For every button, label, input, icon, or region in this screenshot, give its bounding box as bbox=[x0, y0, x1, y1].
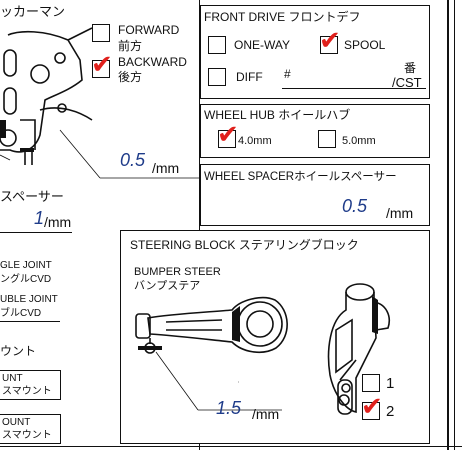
steering-opt2-checkbox[interactable]: ✔ bbox=[361, 393, 383, 420]
mount2-box[interactable] bbox=[0, 414, 61, 444]
one-way-label: ONE-WAY bbox=[234, 38, 290, 52]
wheel-spacer-unit: /mm bbox=[386, 205, 414, 221]
wheel-spacer-box bbox=[200, 164, 430, 226]
spacer-value[interactable]: 1 bbox=[34, 208, 45, 228]
cst-label: /CST bbox=[392, 75, 422, 90]
hub-4mm-checkbox[interactable]: ✔ bbox=[217, 121, 239, 148]
double-joint-label: UBLE JOINT bbox=[0, 294, 58, 305]
forward-checkbox[interactable] bbox=[92, 24, 110, 42]
spacer-underline bbox=[0, 232, 72, 233]
spool-label: SPOOL bbox=[344, 38, 386, 52]
wheel-spacer-value[interactable]: 0.5 bbox=[342, 196, 368, 216]
ackerman-title: ッカーマン bbox=[0, 4, 66, 19]
diff-label: DIFF bbox=[236, 70, 263, 84]
steering-unit: /mm bbox=[252, 406, 280, 422]
wheel-hub-box bbox=[200, 104, 430, 158]
steering-opt2-check-mark: ✔ bbox=[361, 391, 383, 421]
one-way-checkbox[interactable] bbox=[208, 36, 226, 54]
double-joint-jp: ブルCVD bbox=[0, 308, 42, 319]
wheel-hub-title: WHEEL HUB ホイールハブ bbox=[204, 108, 351, 122]
front-drive-box bbox=[200, 5, 430, 99]
mount1-label: UNT bbox=[2, 373, 23, 384]
bumper-steer-label: BUMPER STEER bbox=[134, 266, 221, 278]
backward-checkbox[interactable]: ✔ bbox=[91, 51, 113, 78]
right-frame-border bbox=[447, 0, 462, 450]
backward-jp-label: 後方 bbox=[118, 70, 143, 84]
hub-5mm-label: 5.0mm bbox=[342, 135, 376, 147]
diff-checkbox[interactable] bbox=[208, 68, 226, 86]
mount1-jp: スマウント bbox=[2, 386, 52, 397]
ban-label: 番 bbox=[404, 61, 417, 75]
forward-jp-label: 前方 bbox=[118, 39, 143, 53]
right-frame-inner-border bbox=[454, 0, 462, 450]
mount2-label: OUNT bbox=[2, 417, 31, 428]
spool-checkbox[interactable]: ✔ bbox=[319, 27, 341, 54]
steering-opt2-label: 2 bbox=[386, 403, 395, 420]
left-frame-border bbox=[0, 0, 200, 450]
backward-label: BACKWARD bbox=[118, 55, 187, 69]
bumper-steer-jp: バンプステア bbox=[134, 280, 201, 292]
single-joint-jp: ングルCVD bbox=[0, 274, 52, 285]
steering-value[interactable]: 1.5 bbox=[216, 398, 242, 418]
steering-opt1-label: 1 bbox=[386, 375, 395, 392]
double-joint-underline bbox=[0, 321, 60, 322]
spacer-label: スペーサー bbox=[0, 189, 64, 204]
ackerman-plate-drawing bbox=[0, 27, 200, 179]
hub-4mm-check-mark: ✔ bbox=[217, 119, 239, 149]
forward-label: FORWARD bbox=[118, 23, 180, 37]
spacer-unit: /mm bbox=[44, 214, 72, 230]
hub-5mm-checkbox[interactable] bbox=[318, 130, 336, 148]
hub-4mm-label: 4.0mm bbox=[238, 135, 272, 147]
wheel-spacer-title: WHEEL SPACERホイールスペーサー bbox=[204, 171, 397, 183]
bottom-frame-line bbox=[0, 446, 462, 447]
single-joint-label: GLE JOINT bbox=[0, 260, 52, 271]
ackerman-value[interactable]: 0.5 bbox=[120, 150, 146, 170]
steering-block-title: STEERING BLOCK ステアリングブロック bbox=[130, 238, 359, 252]
steering-opt1-checkbox[interactable] bbox=[362, 374, 380, 392]
ackerman-unit: /mm bbox=[152, 160, 180, 176]
spool-check-mark: ✔ bbox=[319, 25, 341, 55]
backward-check-mark: ✔ bbox=[91, 49, 113, 79]
number-mark: # bbox=[284, 67, 291, 81]
mount-title: ウント bbox=[0, 344, 37, 358]
mount1-box[interactable] bbox=[0, 370, 61, 400]
front-drive-title: FRONT DRIVE フロントデフ bbox=[204, 10, 361, 24]
mount2-jp: スマウント bbox=[2, 430, 52, 441]
cst-input-line[interactable] bbox=[282, 88, 426, 89]
